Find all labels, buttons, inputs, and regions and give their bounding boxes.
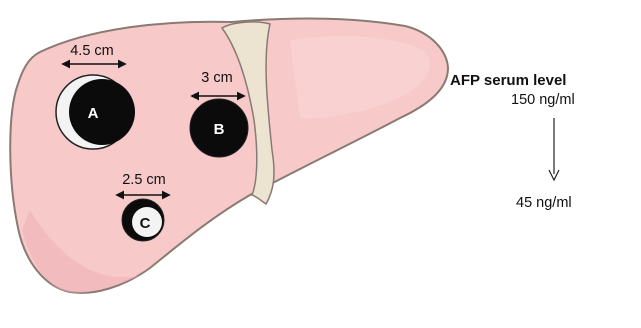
tumor-c: C [122,199,164,241]
tumor-b: B [190,99,248,157]
tumor-a-size-label: 4.5 cm [70,43,114,59]
tumor-b-letter: B [214,121,225,138]
tumor-c-letter: C [140,215,151,232]
afp-before-value: 150 ng/ml [511,92,575,108]
afp-title: AFP serum level [450,72,641,89]
tumor-a-letter: A [88,105,99,122]
tumor-b-size-label: 3 cm [201,70,232,86]
afp-after-value: 45 ng/ml [516,195,572,211]
afp-down-arrow [548,118,560,182]
tumor-c-size-label: 2.5 cm [122,172,166,188]
